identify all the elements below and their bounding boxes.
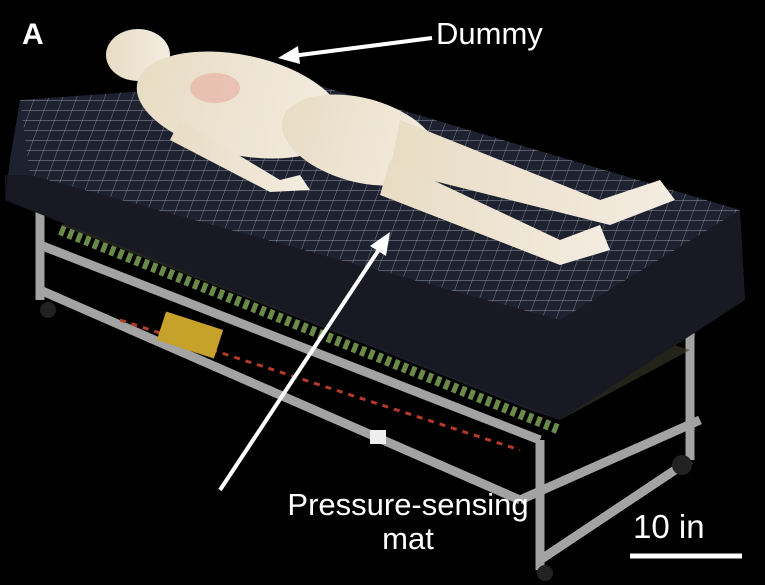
mat-label: Pressure-sensing mat bbox=[248, 488, 568, 556]
scale-bar-label: 10 in bbox=[633, 508, 705, 545]
dummy-arrowhead-icon bbox=[278, 46, 300, 64]
mat-arrowhead-icon bbox=[370, 232, 390, 256]
panel-label: A bbox=[22, 18, 44, 51]
mat-arrow bbox=[218, 246, 382, 492]
wheels bbox=[40, 302, 692, 581]
dummy-arrow bbox=[291, 36, 433, 58]
mat-label-line2: mat bbox=[382, 521, 434, 556]
mat-label-line1: Pressure-sensing bbox=[287, 487, 529, 522]
bed-frame bbox=[35, 200, 702, 570]
dummy-label: Dummy bbox=[436, 16, 543, 51]
dummy-mannequin bbox=[106, 29, 675, 265]
